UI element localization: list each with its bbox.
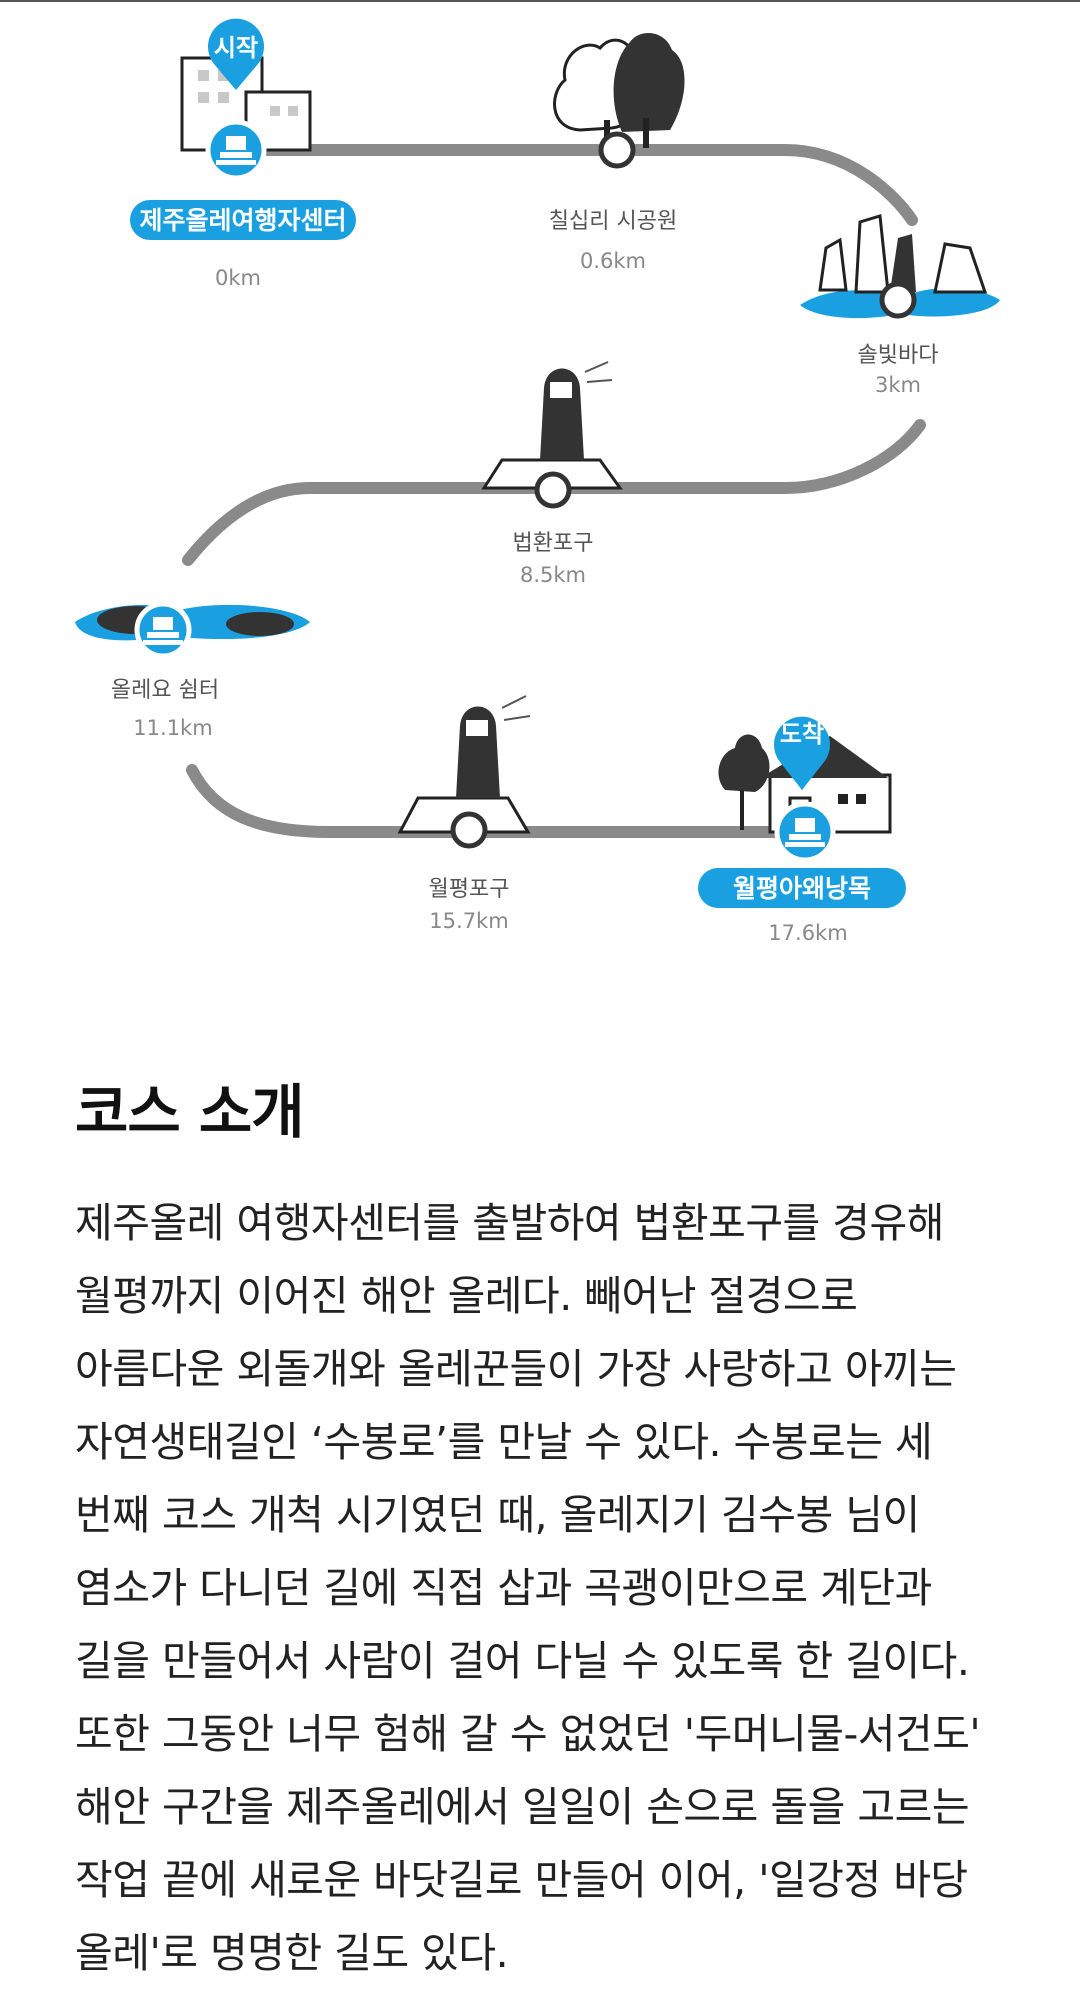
stop-distance: 3km bbox=[875, 373, 921, 397]
start-olle-marker-icon bbox=[205, 119, 267, 181]
stop-distance: 15.7km bbox=[429, 909, 508, 933]
building-windows bbox=[198, 70, 298, 116]
intro-line: 아름다운 외돌개와 올레꾼들이 가장 사랑하고 아끼는 bbox=[75, 1345, 957, 1393]
course-introduction: 코스 소개 제주올레 여행자센터를 출발하여 법환포구를 경유해 월평까지 이어… bbox=[75, 1065, 1035, 1990]
stop-name: 제주올레여행자센터 bbox=[139, 206, 346, 235]
shelter-puddle-illustration bbox=[75, 604, 310, 641]
stop-name: 칠십리 시공원 bbox=[549, 209, 677, 234]
stop-0-pill: 제주올레여행자센터 bbox=[130, 200, 356, 240]
stop-name: 솔빛바다 bbox=[858, 343, 939, 368]
course-route-map: 시작 제주올레여행자센터 0km 칠십리 시공원 0.6km 솔빛바다 3km bbox=[75, 18, 1000, 945]
stop-2-node bbox=[879, 281, 917, 319]
start-label: 시작 bbox=[214, 34, 258, 62]
lighthouse-illustration bbox=[481, 361, 623, 490]
intro-line: 자연생태길인 ‘수봉로’를 만날 수 있다. 수봉로는 세 bbox=[75, 1418, 933, 1466]
stop-name: 월평아왜낭목 bbox=[733, 874, 871, 903]
intro-paragraph: 제주올레 여행자센터를 출발하여 법환포구를 경유해 월평까지 이어진 해안 올… bbox=[75, 1187, 1035, 1990]
arrival-pin: 도착 bbox=[774, 716, 830, 790]
intro-line: 올레'로 명명한 길도 있다. bbox=[75, 1929, 509, 1977]
stop-distance: 8.5km bbox=[520, 563, 586, 587]
rocks-sea-illustration bbox=[800, 214, 1000, 319]
lighthouse-illustration bbox=[397, 695, 531, 834]
stop-distance: 17.6km bbox=[768, 921, 847, 945]
stop-name: 올레요 쉼터 bbox=[111, 678, 219, 703]
intro-line: 번째 코스 개척 시기였던 때, 올레지기 김수봉 님이 bbox=[75, 1491, 920, 1539]
end-label: 도착 bbox=[780, 720, 824, 748]
intro-line: 해안 구간을 제주올레에서 일일이 손으로 돌을 고르는 bbox=[75, 1783, 970, 1831]
trees-illustration bbox=[553, 32, 685, 148]
intro-line: 염소가 다니던 길에 직접 삽과 곡괭이만으로 계단과 bbox=[75, 1564, 932, 1612]
intro-line: 또한 그동안 너무 험해 갈 수 없었던 '두머니물-서건도' bbox=[75, 1710, 981, 1758]
stop-name: 월평포구 bbox=[429, 877, 510, 902]
intro-line: 제주올레 여행자센터를 출발하여 법환포구를 경유해 bbox=[75, 1199, 944, 1247]
stop-distance: 0.6km bbox=[580, 249, 646, 273]
section-title: 코스 소개 bbox=[75, 1078, 305, 1146]
arrival-olle-marker-icon bbox=[774, 801, 836, 863]
start-pin: 시작 bbox=[208, 18, 264, 90]
shelter-olle-marker-icon bbox=[134, 601, 192, 659]
intro-line: 길을 만들어서 사람이 걸어 다닐 수 있도록 한 길이다. bbox=[75, 1637, 970, 1685]
stop-distance: 0km bbox=[215, 266, 261, 290]
intro-line: 작업 끝에 새로운 바닷길로 만들어 이어, '일강정 바당 bbox=[75, 1856, 968, 1904]
top-divider bbox=[0, 0, 1080, 2]
stop-name: 법환포구 bbox=[513, 531, 594, 556]
stop-1-node bbox=[598, 131, 636, 169]
stop-3-node bbox=[534, 471, 572, 509]
stop-5-node bbox=[450, 811, 488, 849]
stop-distance: 11.1km bbox=[133, 716, 212, 740]
stop-6-pill: 월평아왜낭목 bbox=[698, 868, 906, 908]
intro-line: 월평까지 이어진 해안 올레다. 빼어난 절경으로 bbox=[75, 1272, 858, 1320]
